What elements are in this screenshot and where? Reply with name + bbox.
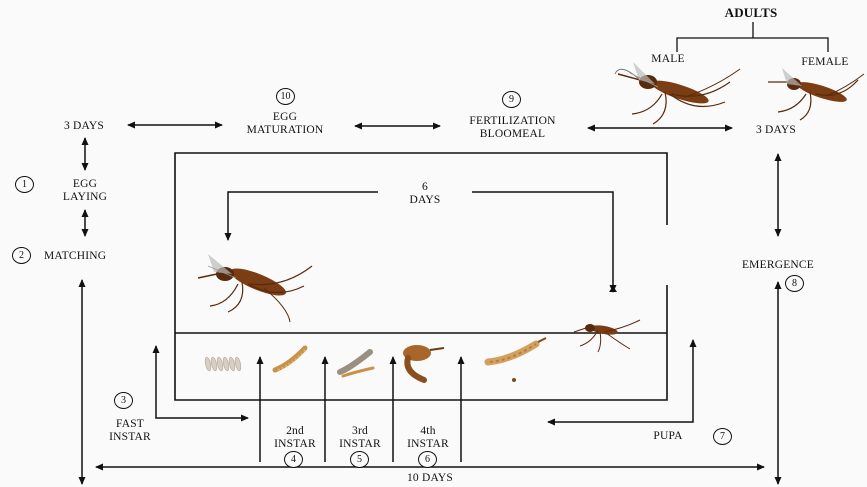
second-instar-label-1: 2nd [265, 425, 325, 438]
step-7-badge: 7 [713, 428, 732, 445]
fast-instar-label-2: INSTAR [100, 431, 160, 444]
female-label: FEMALE [794, 56, 856, 69]
egg-laying-mosquito-image [198, 254, 312, 322]
second-instar-larva-image [340, 352, 373, 376]
step-10-badge: 10 [276, 88, 295, 105]
fourth-instar-label-1: 4th [398, 425, 458, 438]
egg-laying-label-1: EGG [60, 178, 110, 191]
second-instar-label-2: INSTAR [265, 438, 325, 451]
fertilization-label-2: BLOOMEAL [455, 128, 570, 141]
pupa-label: PUPA [648, 430, 688, 443]
third-instar-label-2: INSTAR [330, 438, 390, 451]
step-5-badge: 5 [350, 451, 369, 468]
third-instar-larva-image [403, 345, 444, 380]
six-days-label-2: DAYS [380, 194, 470, 207]
arrow-pupa [548, 340, 693, 422]
step-6-badge: 6 [418, 451, 437, 468]
pupa-image [609, 286, 617, 292]
step-1-badge: 1 [15, 176, 34, 193]
matching-label: MATCHING [44, 250, 124, 263]
first-instar-larva-image [275, 348, 306, 370]
arrow-6days-right [472, 192, 613, 292]
adults-title: ADULTS [716, 6, 786, 19]
female-mosquito-image [768, 68, 864, 120]
fast-instar-label-1: FAST [100, 418, 160, 431]
third-instar-label-1: 3rd [330, 425, 390, 438]
step-4-badge: 4 [284, 451, 303, 468]
fertilization-label-1: FERTILIZATION [455, 115, 570, 128]
egg-laying-label-2: LAYING [60, 191, 110, 204]
arrow-fast-instar [156, 346, 248, 418]
step-8-badge: 8 [785, 275, 804, 292]
fourth-instar-larva-image [488, 338, 546, 382]
adults-bracket [677, 22, 828, 52]
emerging-mosquito-image [574, 320, 640, 352]
arrow-6days-left [228, 192, 378, 240]
three-days-left-label: 3 DAYS [56, 120, 112, 133]
step-3-badge: 3 [114, 392, 133, 409]
ten-days-label: 10 DAYS [390, 472, 470, 485]
male-mosquito-image [615, 62, 740, 124]
step-2-badge: 2 [12, 247, 31, 264]
egg-maturation-label-2: MATURATION [230, 124, 340, 137]
fourth-instar-label-2: INSTAR [398, 438, 458, 451]
male-label: MALE [646, 53, 690, 66]
emergence-label: EMERGENCE [730, 259, 826, 272]
egg-maturation-label-1: EGG [230, 111, 340, 124]
six-days-label-1: 6 [380, 181, 470, 194]
eggs-image [204, 357, 242, 372]
step-9-badge: 9 [502, 91, 521, 108]
three-days-right-label: 3 DAYS [748, 124, 804, 137]
